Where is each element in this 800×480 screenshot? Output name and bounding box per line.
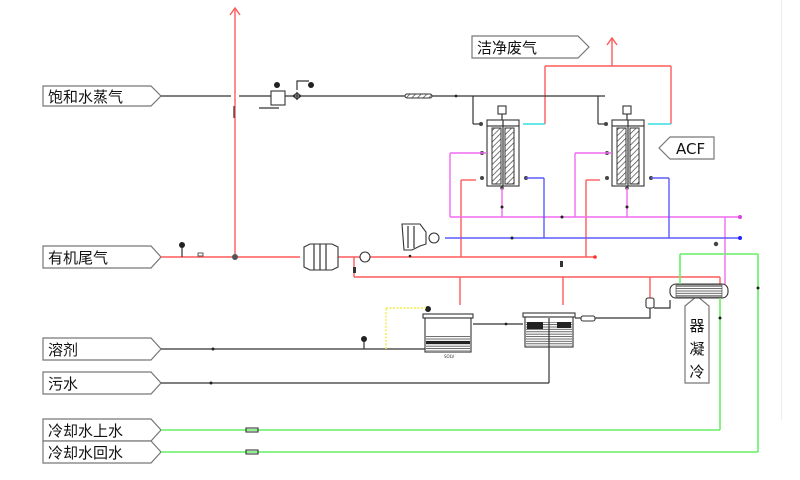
stream-label-clean-exhaust: 洁净废气 [477, 39, 537, 57]
stream-label-cooling-return: 冷却水回水 [48, 444, 123, 462]
silencer-icon [404, 93, 433, 99]
adsorber-2 [604, 105, 653, 190]
exhaust-gauge-icon [179, 242, 185, 248]
stream-tag-cooling-return: 冷却水回水 [42, 440, 162, 464]
stream-tag-organic-exhaust: 有机尾气 [42, 245, 162, 269]
clean-exhaust-arrow-icon [606, 36, 618, 46]
adsorber-1 [479, 105, 528, 190]
stream-tag-clean-exhaust: 洁净废气 [471, 35, 590, 59]
filter-icon [303, 243, 339, 271]
stream-tag-solvent: 溶剂 [42, 337, 162, 361]
blower-icon [401, 223, 440, 258]
page-edge-divider [781, 0, 782, 420]
cooling-water-lines [161, 253, 760, 455]
separator-tank [522, 312, 576, 350]
pressure-gauge-icon [274, 82, 280, 88]
solvent-gauge-icon [361, 336, 367, 342]
valve-actuator-icon-2 [622, 105, 632, 115]
steam-line [161, 80, 607, 125]
stream-label-organic-exhaust: 有机尾气 [48, 249, 108, 267]
svg-text:SOLV: SOLV [444, 354, 454, 359]
desorption-lines [449, 152, 742, 285]
stream-label-steam: 饱和水蒸气 [48, 88, 123, 106]
valve-actuator-icon [497, 105, 507, 115]
condenser-icon [669, 283, 729, 299]
control-valve-icon [292, 91, 302, 101]
stream-label-cooling-supply: 冷却水上水 [48, 422, 123, 440]
equipment-tag-condenser: 器 凝 冷 [684, 295, 710, 384]
stream-tag-sewage: 污水 [42, 371, 162, 395]
solvent-tank: SOLV [422, 306, 474, 359]
drying-air-lines [445, 177, 742, 247]
separator-pot-icon [645, 297, 655, 309]
stream-tag-steam: 饱和水蒸气 [42, 85, 162, 107]
exhaust-valve-icon [232, 254, 238, 260]
stream-tag-cooling-supply: 冷却水上水 [42, 418, 162, 442]
stream-label-sewage: 污水 [48, 375, 78, 393]
pressure-gauge-icon-2 [308, 82, 314, 88]
fan-motor-icon [359, 251, 371, 263]
equipment-tag-acf: ACF [658, 136, 715, 160]
stream-label-solvent: 溶剂 [48, 341, 78, 359]
vent-arrow-icon [229, 6, 241, 16]
condenser-label-char-1: 器 [689, 317, 704, 335]
condenser-label-char-2: 凝 [689, 340, 704, 358]
exhaust-lines [161, 6, 721, 305]
equipment-label-acf: ACF [676, 140, 705, 158]
condenser-label-char-3: 冷 [689, 363, 704, 381]
reducing-valve-icon [270, 90, 286, 106]
